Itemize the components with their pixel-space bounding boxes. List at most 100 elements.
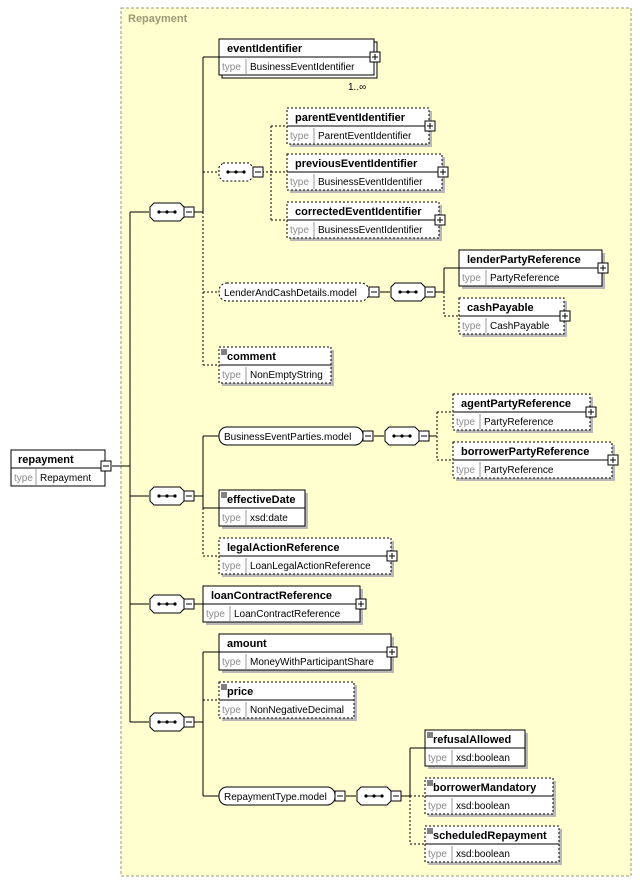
sequence-compositor-repaymenttype[interactable] xyxy=(356,786,402,806)
element-type: LoanLegalActionReference xyxy=(250,561,371,572)
svg-text:RepaymentType.model: RepaymentType.model xyxy=(224,792,327,803)
expand-plus-icon[interactable] xyxy=(369,51,381,63)
documentation-icon xyxy=(427,732,433,738)
element-parent-event-identifier[interactable]: parentEventIdentifier type ParentEventIden… xyxy=(286,107,436,147)
expand-plus-icon[interactable] xyxy=(559,310,571,322)
expand-plus-icon[interactable] xyxy=(386,550,398,562)
element-price[interactable]: price type NonNegativeDecimal xyxy=(218,681,357,721)
element-name: comment xyxy=(227,351,276,363)
svg-text:BusinessEventParties.model: BusinessEventParties.model xyxy=(224,432,351,443)
type-keyword: type xyxy=(290,131,309,142)
element-borrower-party-reference[interactable]: borrowerPartyReference type PartyReference xyxy=(452,441,619,481)
element-type: MoneyWithParticipantShare xyxy=(250,657,374,668)
svg-text:type: type xyxy=(14,473,33,484)
element-name: previousEventIdentifier xyxy=(295,158,418,170)
element-lender-party-reference[interactable]: lenderPartyReference type PartyReference xyxy=(458,249,609,289)
type-keyword: type xyxy=(206,609,225,620)
element-effective-date[interactable]: effectiveDate type xsd:date xyxy=(218,489,308,529)
element-type: BusinessEventIdentifier xyxy=(318,177,423,188)
element-name: correctedEventIdentifier xyxy=(295,206,422,218)
sequence-compositor-parties[interactable] xyxy=(384,426,430,446)
expand-plus-icon[interactable] xyxy=(355,598,367,610)
element-name: effectiveDate xyxy=(227,494,295,506)
element-legal-action-reference[interactable]: legalActionReference type LoanLegalActionR… xyxy=(218,537,398,577)
element-name: agentPartyReference xyxy=(461,398,571,410)
sequence-compositor-1[interactable] xyxy=(149,202,195,222)
element-name: loanContractReference xyxy=(211,590,332,602)
expand-plus-icon[interactable] xyxy=(585,406,597,418)
type-keyword: type xyxy=(290,225,309,236)
type-keyword: type xyxy=(290,177,309,188)
sequence-compositor-lender[interactable] xyxy=(390,282,436,302)
documentation-icon xyxy=(221,684,227,690)
element-type: xsd:boolean xyxy=(456,801,510,812)
element-name: borrowerMandatory xyxy=(433,782,537,794)
expand-plus-icon[interactable] xyxy=(386,646,398,658)
sequence-compositor-4[interactable] xyxy=(149,712,195,732)
type-keyword: type xyxy=(222,513,241,524)
element-agent-party-reference[interactable]: agentPartyReference type PartyReference xyxy=(452,393,597,433)
element-name: legalActionReference xyxy=(227,542,339,554)
type-keyword: type xyxy=(222,657,241,668)
expand-plus-icon[interactable] xyxy=(597,262,609,274)
element-corrected-event-identifier[interactable]: correctedEventIdentifier type BusinessEven… xyxy=(286,201,446,241)
element-type: ParentEventIdentifier xyxy=(318,131,412,142)
element-type: LoanContractReference xyxy=(234,609,341,620)
element-name: cashPayable xyxy=(467,302,534,314)
expand-plus-icon[interactable] xyxy=(424,120,436,132)
element-borrower-mandatory[interactable]: borrowerMandatory type xsd:boolean xyxy=(424,777,556,817)
expand-plus-icon[interactable] xyxy=(434,214,446,226)
type-keyword: type xyxy=(462,273,481,284)
element-name: lenderPartyReference xyxy=(467,254,581,266)
element-name: amount xyxy=(227,638,267,650)
group-repayment-type[interactable]: RepaymentType.model xyxy=(218,786,346,806)
element-name: parentEventIdentifier xyxy=(295,112,406,124)
documentation-icon xyxy=(221,492,227,498)
type-keyword: type xyxy=(222,561,241,572)
element-type: xsd:date xyxy=(250,513,288,524)
type-keyword: type xyxy=(428,753,447,764)
svg-text:LenderAndCashDetails.model: LenderAndCashDetails.model xyxy=(224,288,357,299)
element-loan-contract-reference[interactable]: loanContractReference type LoanContractRef… xyxy=(202,585,367,625)
type-keyword: type xyxy=(222,705,241,716)
element-cash-payable[interactable]: cashPayable type CashPayable xyxy=(458,297,571,337)
element-type: PartyReference xyxy=(484,465,554,476)
element-type: PartyReference xyxy=(490,273,560,284)
element-type: PartyReference xyxy=(484,417,554,428)
type-keyword: type xyxy=(222,370,241,381)
sequence-compositor-optional[interactable] xyxy=(218,162,264,182)
type-keyword: type xyxy=(222,62,241,73)
sequence-compositor-2[interactable] xyxy=(149,486,195,506)
documentation-icon xyxy=(427,780,433,786)
element-type: NonNegativeDecimal xyxy=(250,705,344,716)
type-keyword: type xyxy=(462,321,481,332)
element-type: CashPayable xyxy=(490,321,550,332)
group-lender-and-cash[interactable]: LenderAndCashDetails.model xyxy=(218,282,380,302)
type-keyword: type xyxy=(428,801,447,812)
svg-text:Repayment: Repayment xyxy=(40,473,91,484)
element-amount[interactable]: amount type MoneyWithParticipantShare xyxy=(218,633,398,673)
occurs-label: 1..∞ xyxy=(348,82,366,93)
element-type: BusinessEventIdentifier xyxy=(318,225,423,236)
element-previous-event-identifier[interactable]: previousEventIdentifier type BusinessEvent… xyxy=(286,153,449,193)
element-type: xsd:boolean xyxy=(456,849,510,860)
documentation-icon xyxy=(427,828,433,834)
element-name: price xyxy=(227,686,253,698)
root-element-repayment[interactable]: repayment type Repayment xyxy=(10,449,112,487)
expand-plus-icon[interactable] xyxy=(437,166,449,178)
element-name: borrowerPartyReference xyxy=(461,446,589,458)
type-keyword: type xyxy=(456,465,475,476)
type-keyword: type xyxy=(428,849,447,860)
group-title: Repayment xyxy=(128,13,188,25)
sequence-compositor-3[interactable] xyxy=(149,594,195,614)
expand-plus-icon[interactable] xyxy=(607,454,619,466)
element-name: refusalAllowed xyxy=(433,734,511,746)
type-keyword: type xyxy=(456,417,475,428)
element-type: BusinessEventIdentifier xyxy=(250,62,355,73)
group-business-event-parties[interactable]: BusinessEventParties.model xyxy=(218,426,374,446)
